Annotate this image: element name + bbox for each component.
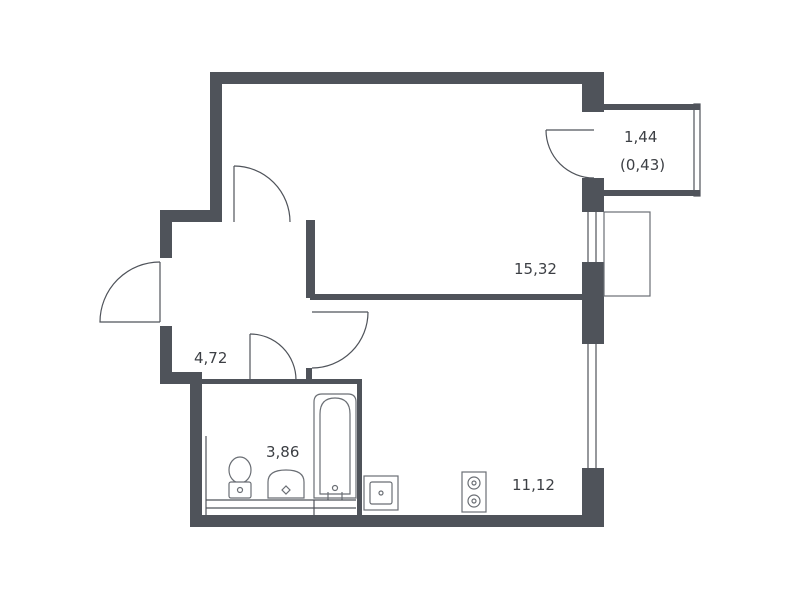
living-door-swing	[233, 165, 291, 223]
bathtub	[313, 393, 357, 499]
living-room-area: 15,32	[514, 260, 557, 278]
wall-bath-right	[357, 379, 362, 515]
bathtub-inner	[319, 397, 351, 495]
wall-right-bottom	[582, 468, 604, 527]
wall-living-kitchen	[310, 294, 584, 300]
wall-hall-step	[160, 210, 222, 222]
wall-hall-left-upper	[160, 210, 172, 258]
balcony-reduced-area: (0,43)	[620, 156, 665, 174]
hallway-area: 4,72	[194, 349, 227, 367]
balcony-area: 1,44	[624, 128, 657, 146]
wall-bath-left	[190, 372, 202, 527]
wall-bottom	[190, 515, 604, 527]
area-labels: 15,32 11,12 4,72 3,86 1,44 (0,43)	[194, 128, 665, 494]
entrance-door-swing	[99, 261, 161, 323]
walls	[160, 72, 700, 527]
balcony-wall-top	[592, 104, 700, 110]
balcony-glazing	[693, 103, 701, 197]
kitchen-door-swing	[311, 311, 369, 369]
washbasin	[267, 469, 305, 499]
toilet-tank	[228, 481, 252, 499]
wall-bath-top	[202, 379, 362, 384]
wall-bath-door-jamb	[306, 368, 312, 382]
wall-right-mid2	[582, 262, 604, 344]
wall-hall-left-lower	[160, 326, 172, 384]
toilet-bowl	[228, 456, 252, 484]
bathroom-fixtures	[205, 393, 357, 515]
wall-left-upper	[210, 72, 222, 222]
doors	[99, 129, 595, 381]
kitchen-area: 11,12	[512, 476, 555, 494]
windows	[587, 103, 701, 468]
bathroom-door-swing	[249, 333, 297, 381]
living-window-balcony-frame	[603, 211, 651, 297]
wall-right-top	[582, 72, 604, 112]
kitchen-fixtures	[363, 471, 487, 513]
kitchen-stove	[461, 471, 487, 513]
wall-hall-right	[306, 220, 315, 298]
kitchen-sink	[363, 475, 399, 511]
balcony-door-swing	[545, 129, 595, 179]
wall-top	[210, 72, 604, 84]
balcony-wall-bottom	[592, 190, 700, 196]
bathroom-area: 3,86	[266, 443, 299, 461]
